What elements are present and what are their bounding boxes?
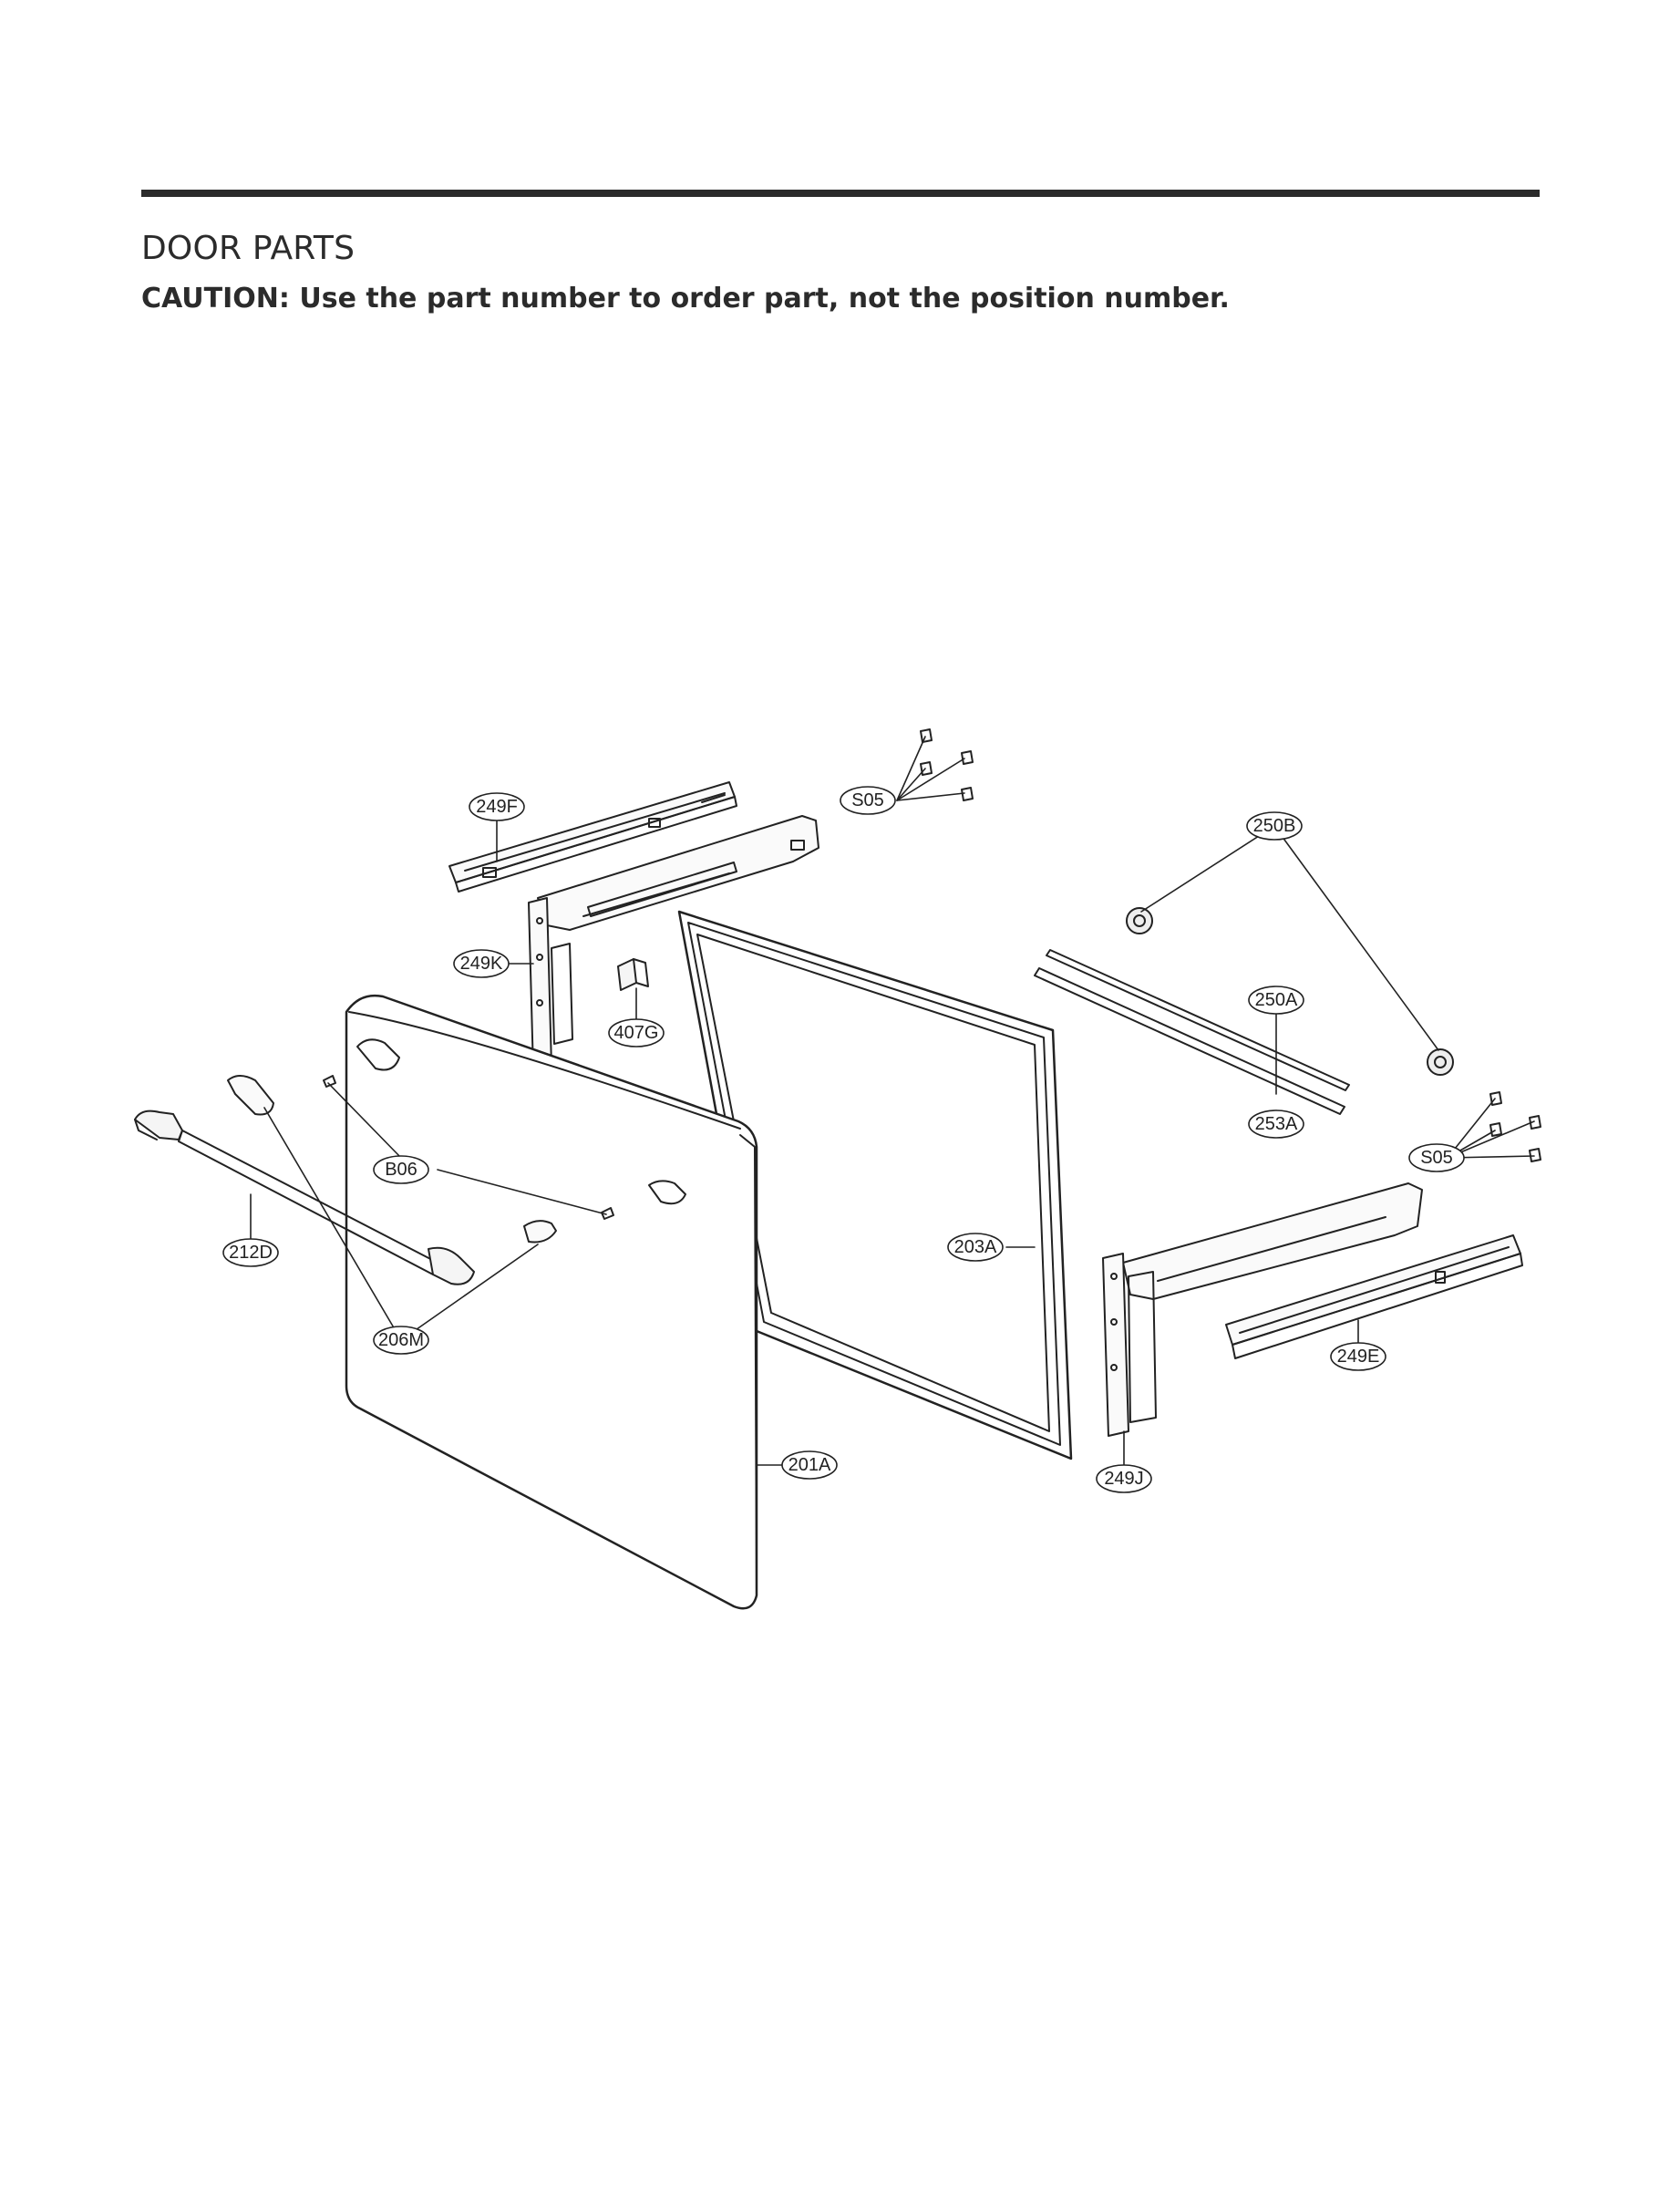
callout-249F: 249F (476, 797, 518, 817)
door-frame-bracket-249K (528, 815, 819, 1072)
screws-S05-right (1489, 1091, 1541, 1162)
stopper-407G (617, 958, 649, 991)
caution-note: CAUTION: Use the part number to order pa… (141, 283, 1230, 315)
screws-S05-top (920, 728, 974, 801)
callout-249K: 249K (460, 954, 503, 974)
door-panel-201A (345, 994, 758, 1610)
door-frame-bracket-249J (1102, 1182, 1423, 1437)
callout-250B: 250B (1253, 816, 1296, 836)
slide-rail-249E (1225, 1234, 1523, 1359)
end-cap-206M (227, 1075, 557, 1244)
screws-B06 (323, 1075, 614, 1220)
header-rule (141, 190, 1540, 197)
callout-407G: 407G (614, 1023, 659, 1043)
door-handle-212D (134, 1109, 475, 1285)
callout-B06: B06 (385, 1160, 417, 1180)
rack-rail-250A (1046, 949, 1350, 1091)
callout-249E: 249E (1337, 1347, 1380, 1367)
rack-rail-253A (1034, 967, 1345, 1115)
callout-203A: 203A (954, 1237, 997, 1257)
callout-ellipses (222, 786, 1465, 1493)
callout-201A: 201A (788, 1455, 831, 1475)
callout-212D: 212D (229, 1243, 273, 1263)
callout-S05-top: S05 (851, 790, 884, 810)
slide-rail-249F (448, 781, 737, 893)
callout-S05-right: S05 (1420, 1148, 1453, 1168)
callout-249J: 249J (1104, 1469, 1143, 1489)
gears-250B (1126, 907, 1454, 1076)
page-title: DOOR PARTS (141, 230, 356, 267)
callout-253A: 253A (1255, 1114, 1298, 1134)
callout-250A: 250A (1255, 990, 1298, 1010)
callout-206M: 206M (378, 1330, 424, 1350)
